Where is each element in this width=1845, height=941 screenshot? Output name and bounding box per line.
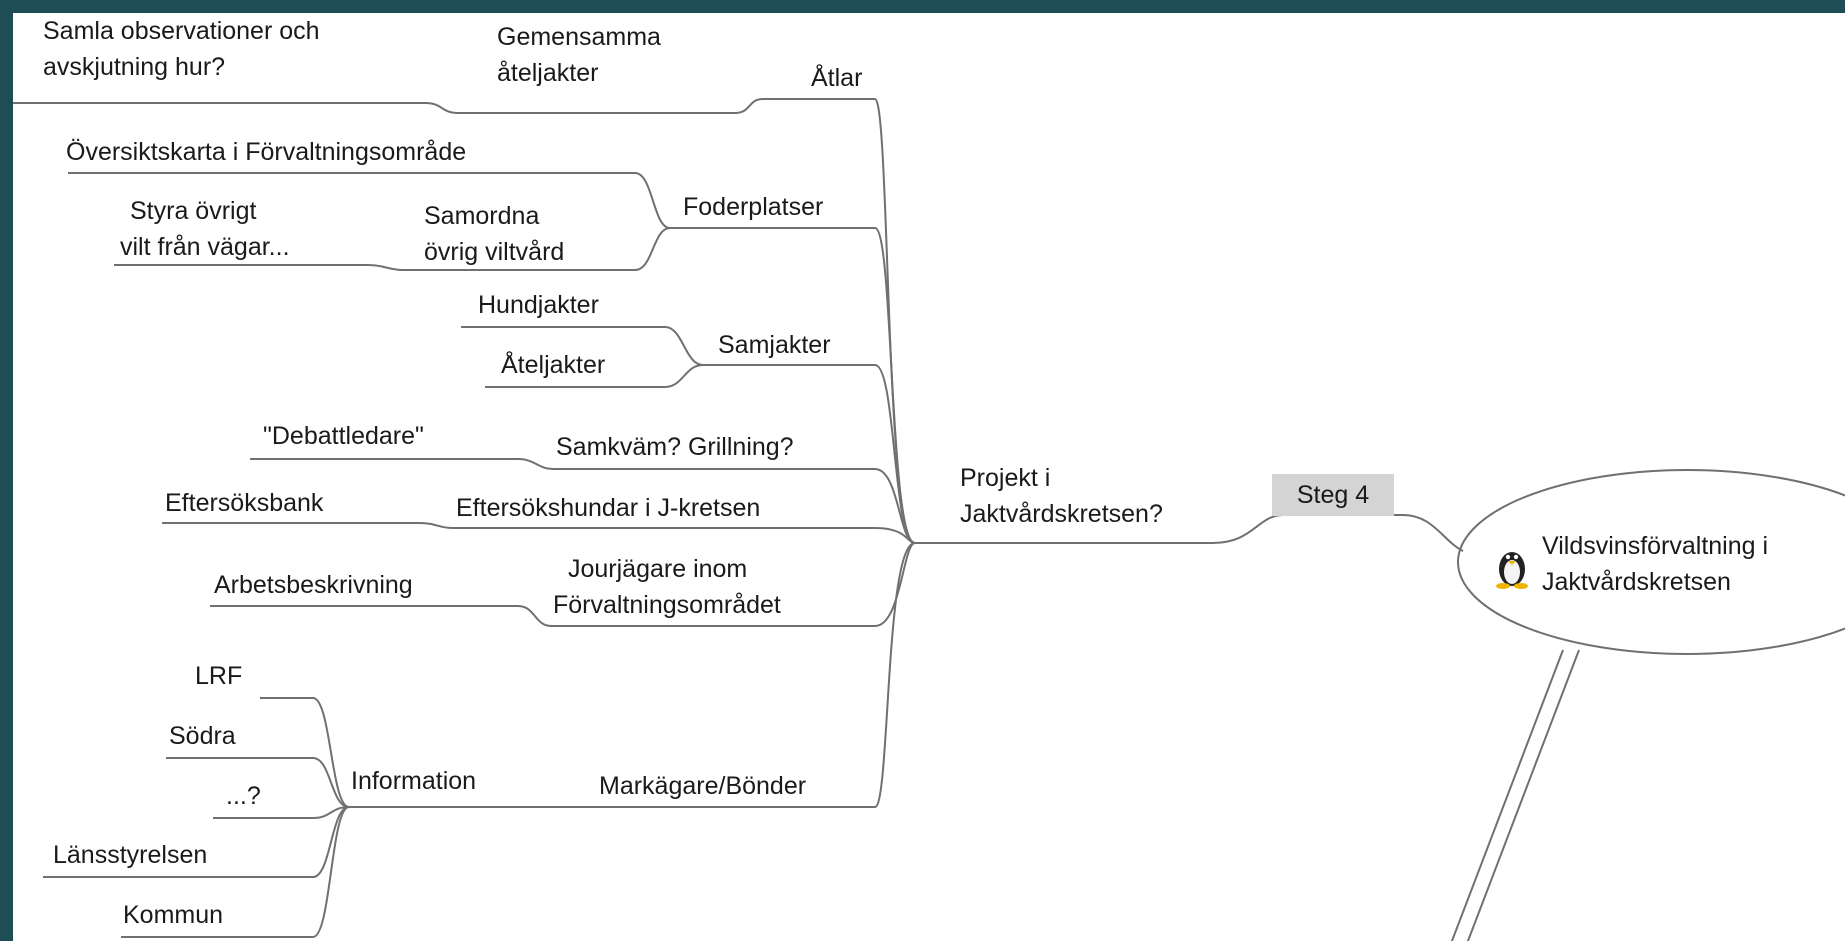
- connector-lines: [13, 98, 1845, 941]
- branch-foderplatser[interactable]: Foderplatser: [683, 193, 824, 221]
- mind-map-canvas: Vildsvinsförvaltning i Jaktvårdskretsen …: [13, 13, 1845, 941]
- branch-jourjagare-line-1: Jourjägare inom: [568, 555, 748, 583]
- branch-samkvam[interactable]: Samkväm? Grillning?: [556, 433, 794, 461]
- node-styra-line-2: vilt från vägar...: [120, 233, 290, 261]
- node-samordna-line-1: Samordna: [424, 202, 540, 230]
- node-information[interactable]: Information: [351, 767, 477, 795]
- branch-jourjagare[interactable]: Jourjägare inom Förvaltningsområdet: [553, 551, 781, 623]
- node-styra-line-1: Styra övrigt: [130, 197, 257, 225]
- main-topic-line-2: Jaktvårdskretsen?: [960, 500, 1163, 528]
- node-gemensamma-line-2: åteljakter: [497, 59, 599, 87]
- node-samla-line-2: avskjutning hur?: [43, 53, 226, 81]
- main-topic-line-1: Projekt i: [960, 464, 1051, 492]
- node-lrf[interactable]: LRF: [195, 662, 243, 690]
- node-gemensamma-ateljakter[interactable]: Gemensamma åteljakter: [497, 19, 661, 91]
- branch-eftersokshundar[interactable]: Eftersökshundar i J-kretsen: [456, 494, 761, 522]
- branch-samjakter[interactable]: Samjakter: [718, 331, 831, 359]
- node-unknown[interactable]: ...?: [226, 782, 261, 810]
- node-arbetsbeskrivning[interactable]: Arbetsbeskrivning: [214, 571, 413, 599]
- main-topic[interactable]: Projekt i Jaktvårdskretsen?: [960, 460, 1163, 532]
- node-samla-observationer[interactable]: Samla observationer och avskjutning hur?: [43, 13, 320, 85]
- node-hundjakter[interactable]: Hundjakter: [478, 291, 599, 319]
- node-samla-line-1: Samla observationer och: [43, 17, 320, 45]
- node-debattledare[interactable]: "Debattledare": [263, 422, 424, 450]
- node-samordna-line-2: övrig viltvård: [424, 238, 565, 266]
- node-styra-ovrigt[interactable]: Styra övrigt vilt från vägar...: [120, 193, 290, 265]
- node-kommun[interactable]: Kommun: [123, 901, 224, 929]
- branch-atlar[interactable]: Åtlar: [811, 64, 863, 92]
- node-samordna-viltvard[interactable]: Samordna övrig viltvård: [424, 198, 564, 270]
- node-oversiktskarta[interactable]: Översiktskarta i Förvaltningsområde: [66, 138, 467, 166]
- root-topic[interactable]: Vildsvinsförvaltning i Jaktvårdskretsen: [1542, 528, 1768, 600]
- branch-markagare[interactable]: Markägare/Bönder: [599, 772, 807, 800]
- penguin-icon: [1496, 552, 1528, 589]
- relation-tag[interactable]: Steg 4: [1272, 474, 1394, 516]
- node-lansstyrelsen[interactable]: Länsstyrelsen: [53, 841, 208, 869]
- root-line-1: Vildsvinsförvaltning i: [1542, 532, 1769, 560]
- node-ateljakter[interactable]: Åteljakter: [501, 351, 606, 379]
- node-sodra[interactable]: Södra: [169, 722, 236, 750]
- node-gemensamma-line-1: Gemensamma: [497, 23, 661, 51]
- branch-jourjagare-line-2: Förvaltningsområdet: [553, 591, 781, 619]
- root-line-2: Jaktvårdskretsen: [1542, 568, 1731, 596]
- node-eftersoksbank[interactable]: Eftersöksbank: [165, 489, 324, 517]
